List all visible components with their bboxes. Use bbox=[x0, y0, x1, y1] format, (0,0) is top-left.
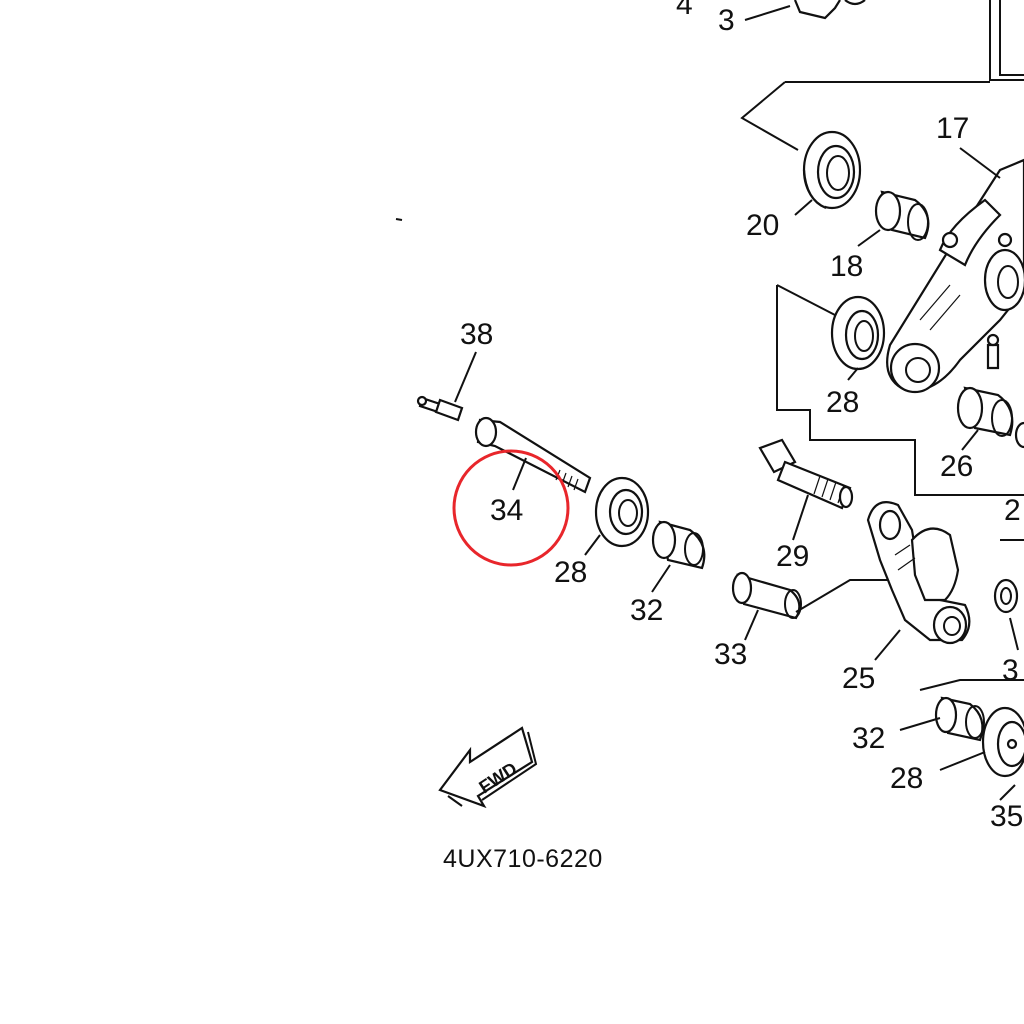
callout-29: 29 bbox=[776, 540, 809, 573]
leader-26 bbox=[961, 429, 979, 451]
fwd-arrow-icon: FWD bbox=[438, 726, 538, 809]
bracket-20-group bbox=[740, 81, 799, 151]
part-29-bolt bbox=[758, 438, 854, 510]
bracket-28-group bbox=[776, 285, 1024, 496]
part-17-relay-arm bbox=[886, 158, 1024, 394]
callout-28-upper: 28 bbox=[826, 386, 859, 419]
leader-28-upper bbox=[847, 367, 859, 381]
leader-28-lower bbox=[939, 751, 986, 771]
leader-18 bbox=[857, 229, 881, 247]
leader-32-lower bbox=[899, 717, 941, 731]
leader-25 bbox=[874, 629, 901, 661]
callout-20: 20 bbox=[746, 209, 779, 242]
callout-34: 34 bbox=[490, 494, 523, 527]
callout-33: 33 bbox=[714, 638, 747, 671]
part-right-edge-ring bbox=[1014, 421, 1024, 449]
part-28-upper-seal bbox=[830, 295, 886, 371]
stray-mark bbox=[395, 218, 403, 221]
callout-28-middle: 28 bbox=[554, 556, 587, 589]
callout-17: 17 bbox=[936, 112, 969, 145]
leader-36-partial bbox=[1009, 617, 1019, 651]
bracket-28-diag bbox=[776, 284, 836, 316]
part-code: 4UX710-6220 bbox=[443, 845, 603, 873]
part-32-middle-bushing bbox=[651, 520, 706, 570]
part-20-seal bbox=[802, 130, 862, 210]
grease-nipple-right bbox=[986, 333, 1000, 370]
callout-3-partial: 3 bbox=[1002, 654, 1019, 687]
leader-35-partial bbox=[999, 784, 1016, 801]
leader-28-middle bbox=[584, 534, 601, 556]
callout-28-lower: 28 bbox=[890, 762, 923, 795]
leader-33 bbox=[744, 609, 759, 641]
bracket-top-right-inner bbox=[999, 0, 1024, 76]
callout-4: 4 bbox=[676, 0, 693, 21]
part-25-relay-bracket bbox=[866, 501, 971, 645]
part-33-collar bbox=[731, 571, 802, 620]
part-36-washer-partial bbox=[993, 578, 1019, 614]
highlight-circle-34 bbox=[452, 449, 570, 567]
part-26-bushing bbox=[956, 386, 1014, 437]
leader-34 bbox=[512, 457, 527, 491]
part-28-lower-seal bbox=[981, 706, 1024, 778]
part-38-grease-nipple bbox=[416, 395, 464, 422]
callout-18: 18 bbox=[830, 250, 863, 283]
callout-32-lower: 32 bbox=[852, 722, 885, 755]
leader-32-middle bbox=[651, 564, 671, 593]
leader-17 bbox=[959, 147, 1001, 179]
bracket-top-right bbox=[989, 0, 1024, 81]
bracket-lower bbox=[919, 679, 1024, 691]
part-4-top bbox=[844, 0, 866, 6]
part-18-bushing bbox=[874, 190, 930, 241]
callout-3: 3 bbox=[718, 4, 735, 37]
leader-38 bbox=[454, 351, 477, 403]
leader-29 bbox=[792, 494, 809, 541]
callout-38: 38 bbox=[460, 318, 493, 351]
part-28-middle-seal bbox=[594, 476, 650, 548]
callout-32-middle: 32 bbox=[630, 594, 663, 627]
callout-2-partial: 2 bbox=[1004, 494, 1021, 527]
callout-35-partial: 35 bbox=[990, 800, 1023, 833]
leader-33-to-25 bbox=[795, 579, 890, 613]
leader-20 bbox=[794, 199, 813, 216]
part-32-lower-bushing bbox=[934, 696, 985, 742]
callout-25: 25 bbox=[842, 662, 875, 695]
leader-3 bbox=[744, 5, 791, 21]
callout-26: 26 bbox=[940, 450, 973, 483]
part-3-top bbox=[793, 0, 841, 20]
